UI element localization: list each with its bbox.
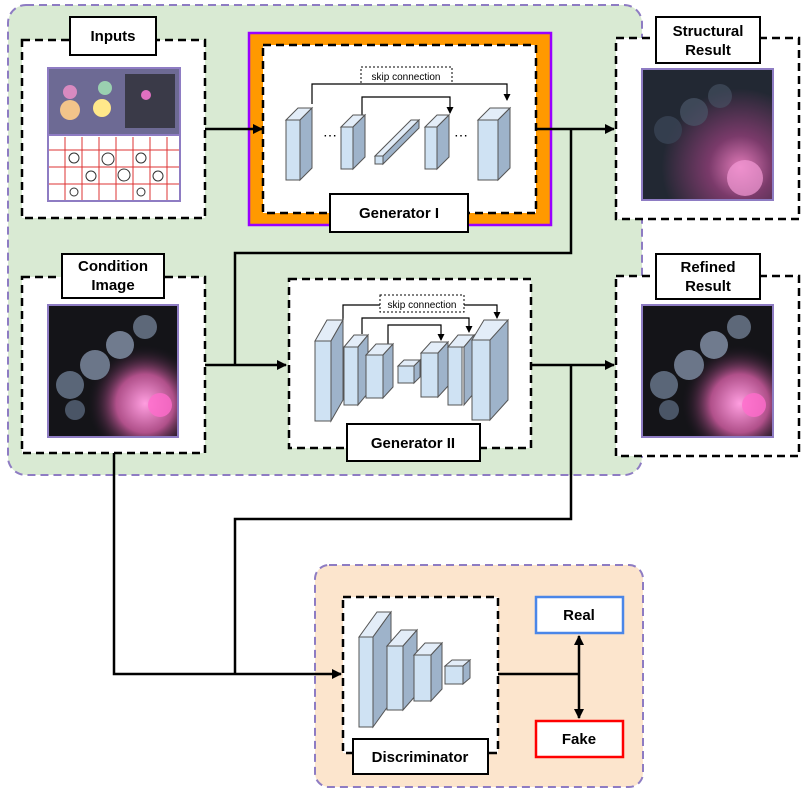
condition-image-label-line1: Condition [78,258,148,275]
refined-result-label-line2: Result [685,278,731,295]
generator-1-label: Generator I [359,205,439,222]
skip-connection-label-box-2 [379,294,465,313]
structural-result-label-line1: Structural [673,23,744,40]
condition-image-label-line2: Image [91,277,134,294]
generator-1-network [284,106,512,182]
refined-result-image [641,304,774,438]
structural-result-image [641,68,774,201]
inputs-image [47,67,181,202]
skip-connection-label-2: skip connection [388,300,457,311]
generator-2-network [314,318,509,423]
real-label: Real [563,607,595,624]
inputs-label: Inputs [91,28,136,45]
discriminator-network [358,610,472,729]
skip-connection-label-1: skip connection [372,72,441,83]
ellipsis-2: ⋯ [454,127,468,143]
generator-2-label: Generator II [371,435,455,452]
fake-label: Fake [562,731,596,748]
ellipsis-1: ⋯ [323,127,337,143]
connector-arrows [112,124,615,719]
real-box [534,595,625,635]
discriminator-label: Discriminator [372,749,469,766]
condition-image [47,304,179,438]
refined-result-label-line1: Refined [680,259,735,276]
fake-box [534,719,625,759]
structural-result-label-line2: Result [685,42,731,59]
